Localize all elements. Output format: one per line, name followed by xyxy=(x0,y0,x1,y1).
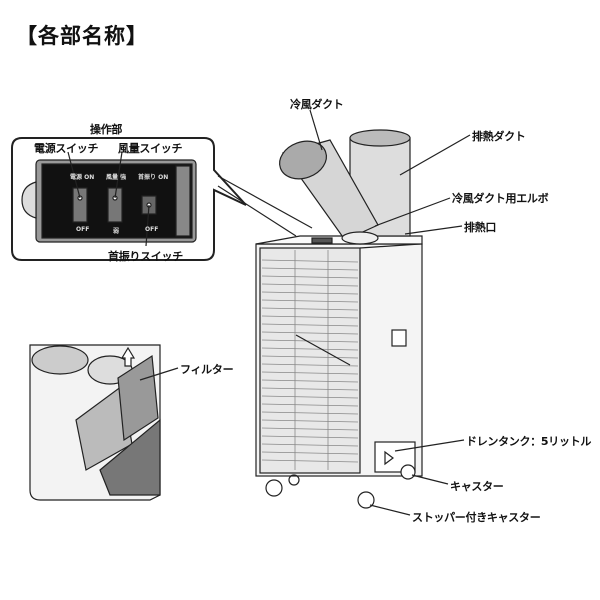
cold-duct-label: 冷風ダクト xyxy=(290,98,344,111)
swing-on-marking: 首振り ON xyxy=(138,174,169,181)
power-on-marking: 電源 ON xyxy=(70,174,95,181)
stopper-caster-label: ストッパー付きキャスター xyxy=(412,511,541,524)
power-switch-label: 電源スイッチ xyxy=(34,142,99,155)
swing-off-marking: OFF xyxy=(145,226,159,233)
swing-switch-label: 首振りスイッチ xyxy=(108,250,183,263)
filter-label: フィルター xyxy=(180,363,234,376)
fan-switch xyxy=(107,187,123,223)
drain-tank-label: ドレンタンク：5リットル xyxy=(466,435,592,448)
fan-high-marking: 風量 強 xyxy=(106,174,127,181)
filter-inset xyxy=(29,344,161,501)
control-panel-heading: 操作部 xyxy=(90,123,123,136)
power-switch xyxy=(72,187,88,223)
caster-rear xyxy=(400,464,416,480)
page-title: 【各部名称】 xyxy=(16,24,148,48)
fan-low-marking: 弱 xyxy=(113,228,120,235)
stopper-caster xyxy=(357,491,375,509)
cold-duct-elbow-label: 冷風ダクト用エルボ xyxy=(452,192,549,205)
exhaust-port-label: 排熱口 xyxy=(464,221,497,234)
caster-label: キャスター xyxy=(450,480,504,493)
fan-switch-label: 風量スイッチ xyxy=(118,142,183,155)
exhaust-duct-label: 排熱ダクト xyxy=(472,130,526,143)
power-off-marking: OFF xyxy=(76,226,90,233)
caster-front-left xyxy=(265,479,283,497)
front-grille xyxy=(261,250,359,470)
